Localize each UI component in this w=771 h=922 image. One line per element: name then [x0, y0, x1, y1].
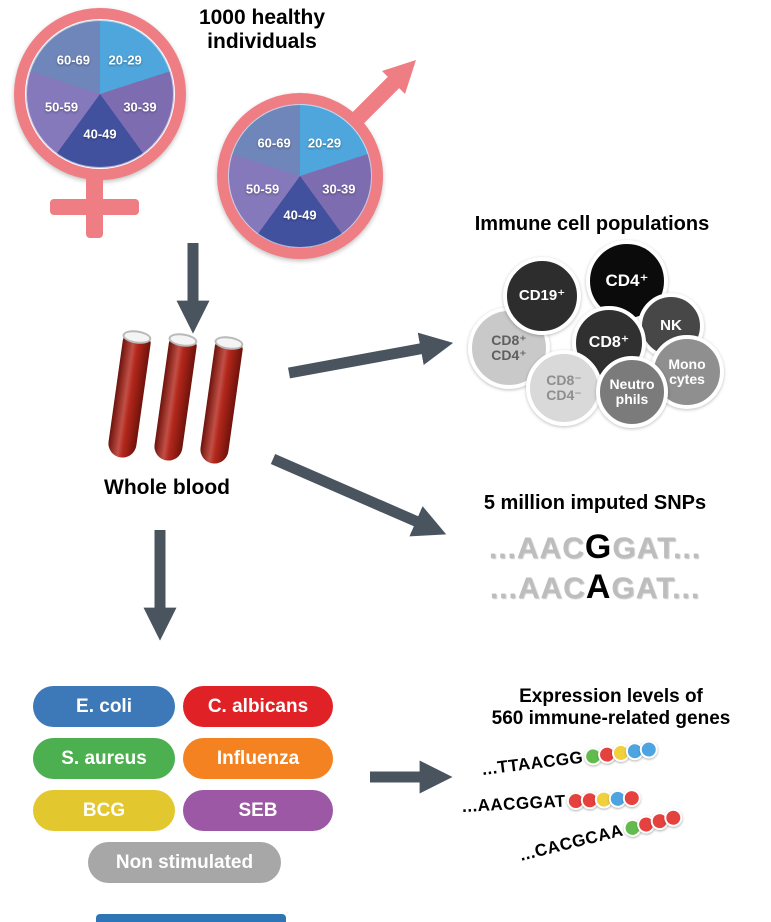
pie-label-50-59: 50-59: [44, 99, 79, 115]
stimulus-non-stimulated: Non stimulated: [88, 842, 281, 883]
pie-label-20-29: 20-29: [108, 52, 142, 68]
snp-sequence-2: ...AACAGAT...: [440, 568, 750, 607]
pie-label-40-49: 40-49: [83, 126, 117, 142]
snp-seq-pre: ...AAC: [488, 532, 585, 565]
male-arrow-head-icon: [382, 60, 416, 94]
pie-label-40-49: 40-49: [283, 207, 317, 223]
immune-populations-title: Immune cell populations: [474, 213, 710, 235]
snp-seq-post: GAT...: [611, 572, 701, 605]
male-age-pie-chart: 20-29 30-39 40-49 50-59 60-69: [228, 104, 372, 248]
pie-label-20-29: 20-29: [307, 135, 342, 151]
stimulus-s-aureus: S. aureus: [33, 738, 175, 779]
male-arrow-shaft: [350, 75, 401, 126]
pie-label-50-59: 50-59: [245, 181, 280, 197]
snp-allele: A: [585, 568, 612, 606]
gene-dot-icon: [622, 788, 642, 808]
snp-allele: G: [584, 528, 613, 566]
cell-cd8neg-cd4neg: CD8⁻ CD4⁻: [526, 350, 602, 426]
whole-blood-label: Whole blood: [104, 476, 230, 499]
snp-sequence-1: ...AACGGAT...: [440, 528, 750, 567]
cell-cd19pos: CD19⁺: [503, 257, 581, 335]
gene-dot-chain: [566, 788, 642, 811]
stimulus-c-albicans: C. albicans: [183, 686, 333, 727]
arrow-blood-to-snps: [270, 453, 447, 537]
stimulus-e-coli: E. coli: [33, 686, 175, 727]
pie-label-60-69: 60-69: [257, 135, 291, 151]
stimulus-bcg: BCG: [33, 790, 175, 831]
snps-title: 5 million imputed SNPs: [483, 492, 707, 514]
female-age-pie-chart: 20-29 30-39 40-49 50-59 60-69: [26, 20, 174, 168]
expression-title: Expression levels of 560 immune-related …: [491, 686, 731, 729]
cropped-blue-bar: [96, 914, 286, 922]
stimulus-seb: SEB: [183, 790, 333, 831]
pie-label-60-69: 60-69: [56, 52, 90, 68]
pie-label-30-39: 30-39: [322, 181, 356, 197]
arrow-blood-to-cells: [288, 332, 454, 379]
snp-seq-post: GAT...: [612, 532, 702, 565]
snp-seq-pre: ...AAC: [489, 572, 586, 605]
cell-neutrophils: Neutro phils: [596, 356, 668, 428]
cohort-title: 1000 healthy individuals: [198, 6, 326, 54]
female-symbol-crossbar: [50, 199, 139, 215]
stimulus-influenza: Influenza: [183, 738, 333, 779]
pie-label-30-39: 30-39: [123, 99, 157, 115]
